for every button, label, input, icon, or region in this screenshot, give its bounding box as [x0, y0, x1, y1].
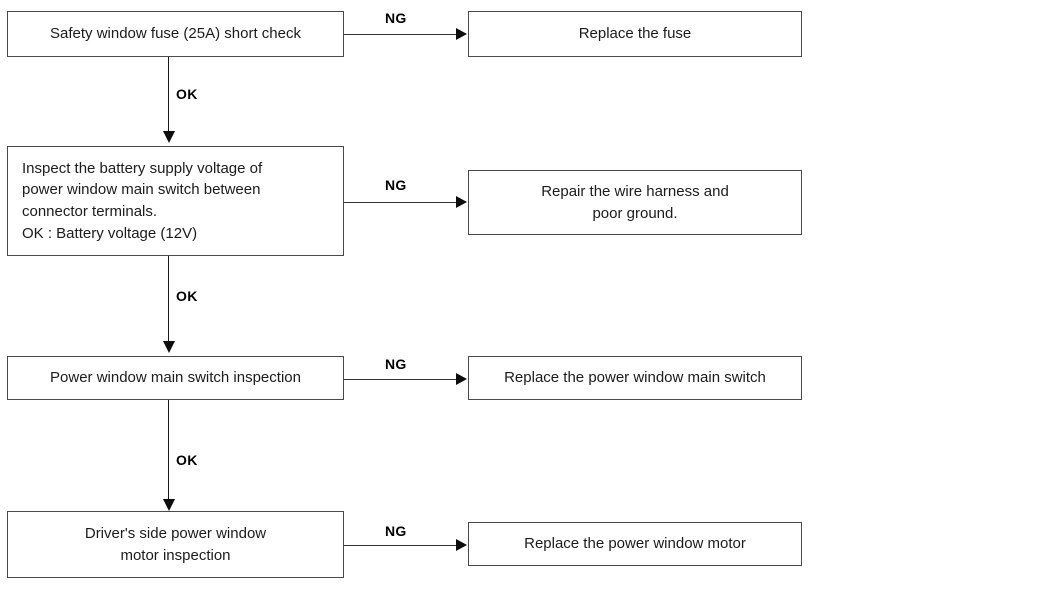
check-box-step-1[interactable]: Safety window fuse (25A) short check [7, 11, 344, 57]
ng-connector-line-step-4 [344, 545, 457, 546]
result-box-step-2[interactable]: Repair the wire harness and poor ground. [468, 170, 802, 235]
ng-arrowhead-step-1 [456, 28, 467, 40]
ok-arrowhead-step-2 [163, 341, 175, 353]
ng-label-step-1: NG [385, 10, 407, 26]
check-box-step-3[interactable]: Power window main switch inspection [7, 356, 344, 400]
ng-connector-line-step-3 [344, 379, 457, 380]
ok-label-step-1: OK [176, 86, 198, 102]
ok-label-step-2: OK [176, 288, 198, 304]
ng-arrowhead-step-2 [456, 196, 467, 208]
result-box-step-3[interactable]: Replace the power window main switch [468, 356, 802, 400]
ok-arrowhead-step-3 [163, 499, 175, 511]
ok-connector-line-step-3 [168, 400, 169, 500]
ok-arrowhead-step-1 [163, 131, 175, 143]
result-box-step-1[interactable]: Replace the fuse [468, 11, 802, 57]
ng-arrowhead-step-4 [456, 539, 467, 551]
ng-label-step-3: NG [385, 356, 407, 372]
ng-label-step-2: NG [385, 177, 407, 193]
ng-arrowhead-step-3 [456, 373, 467, 385]
ng-connector-line-step-2 [344, 202, 457, 203]
ng-connector-line-step-1 [344, 34, 457, 35]
ok-label-step-3: OK [176, 452, 198, 468]
ng-label-step-4: NG [385, 523, 407, 539]
ok-connector-line-step-2 [168, 256, 169, 342]
check-box-step-4[interactable]: Driver's side power window motor inspect… [7, 511, 344, 578]
result-box-step-4[interactable]: Replace the power window motor [468, 522, 802, 566]
ok-connector-line-step-1 [168, 57, 169, 133]
check-box-step-2[interactable]: Inspect the battery supply voltage of po… [7, 146, 344, 256]
